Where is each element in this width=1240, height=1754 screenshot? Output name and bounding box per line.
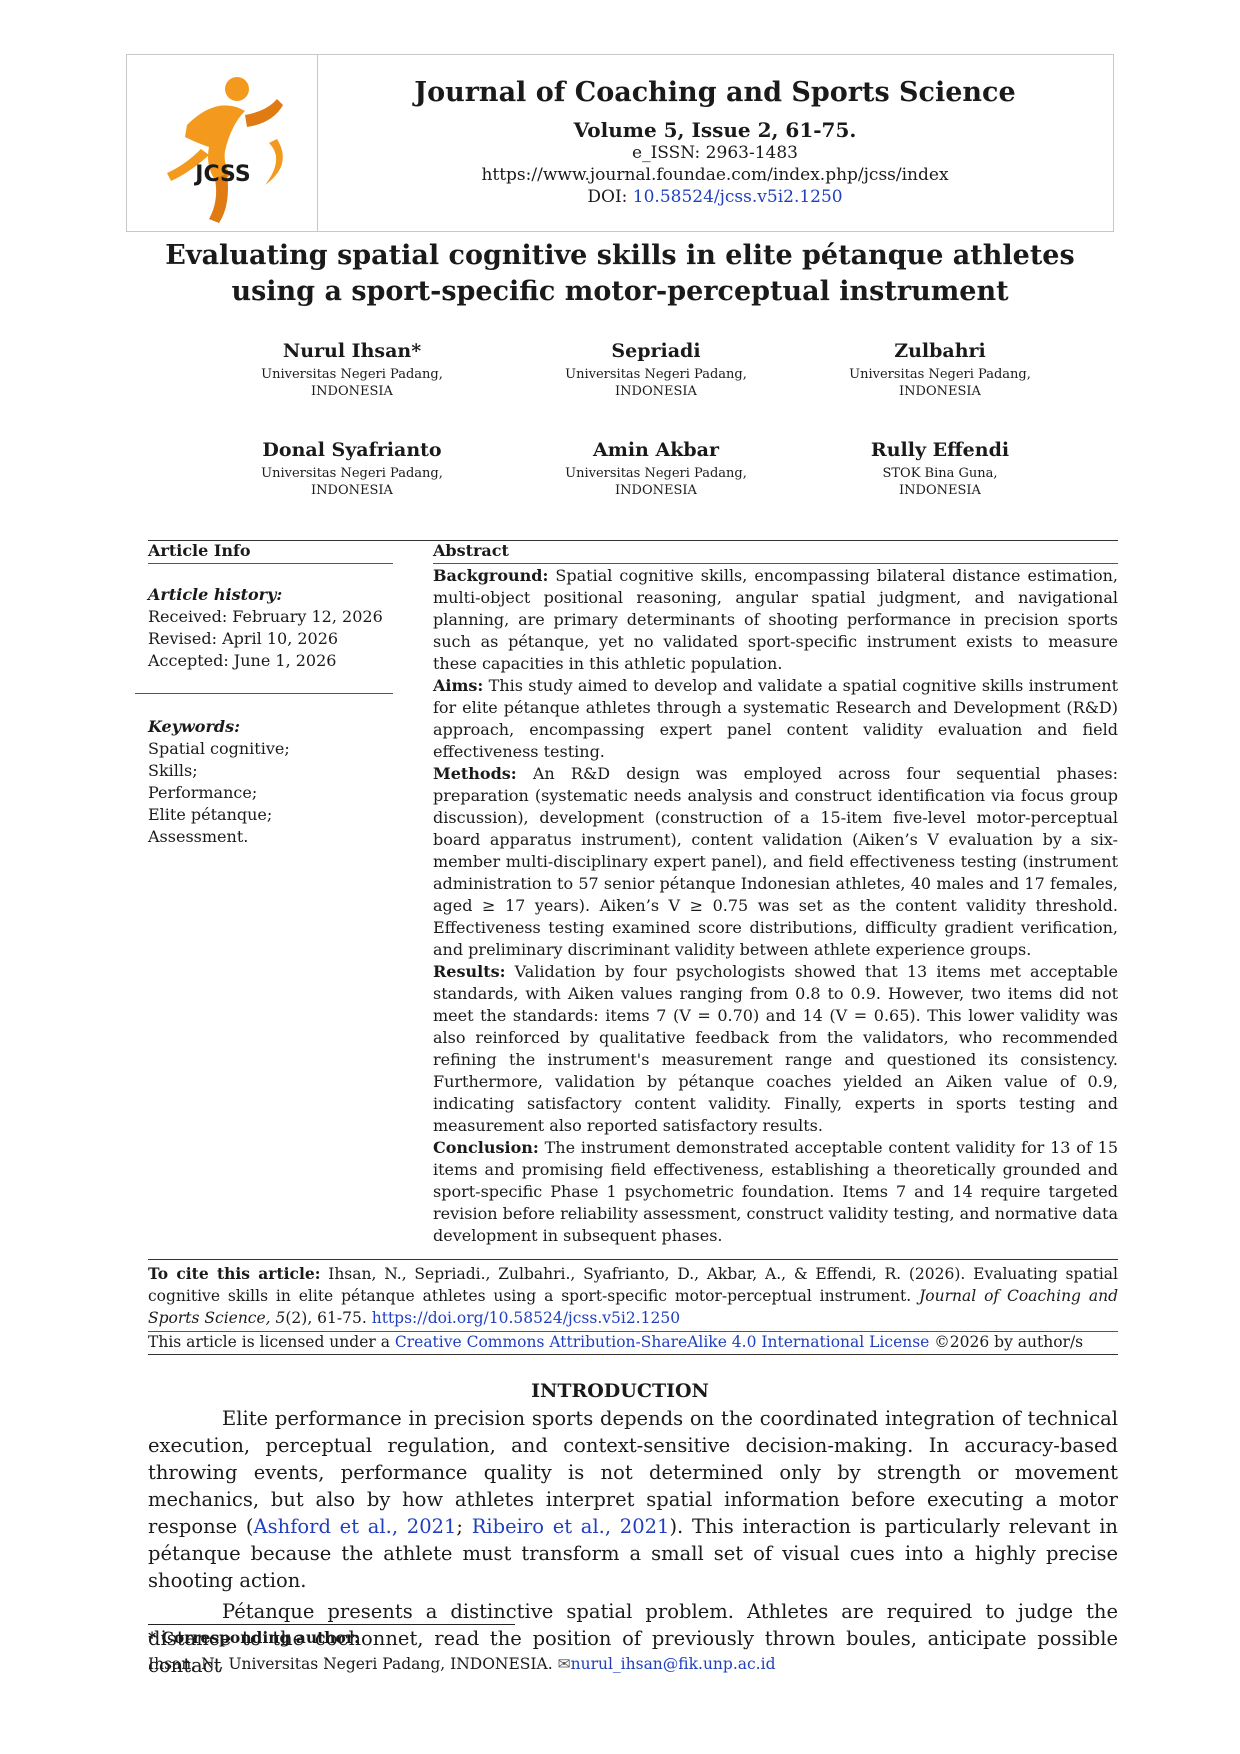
cite-text: Ihsan, N., Sepriadi., Zulbahri., Syafria… (148, 1265, 1118, 1305)
logo-text: JCSS (193, 162, 250, 187)
ref-ashford[interactable]: Ashford et al., 2021 (253, 1515, 457, 1538)
author-country: INDONESIA (311, 483, 393, 498)
conclusion-label: Conclusion: (433, 1138, 539, 1157)
revised-date: Revised: April 10, 2026 (148, 629, 339, 648)
ref-separator: ; (456, 1515, 472, 1538)
citation-block: To cite this article: Ihsan, N., Sepriad… (148, 1263, 1118, 1329)
keyword: Spatial cognitive; (148, 739, 290, 758)
methods-label: Methods: (433, 764, 517, 783)
introduction-heading: INTRODUCTION (531, 1380, 709, 1402)
abstract-background: Background: Spatial cognitive skills, en… (433, 565, 1118, 675)
corresponding-line: Ihsan, N., Universitas Negeri Padang, IN… (148, 1655, 776, 1673)
keyword: Performance; (148, 783, 258, 802)
intro-p1-text: Elite performance in precision sports de… (148, 1407, 1118, 1538)
background-label: Background: (433, 566, 549, 585)
cite-issue: (2), 61-75. (285, 1309, 372, 1327)
cite-label: To cite this article: (148, 1264, 321, 1283)
license-line: This article is licensed under a Creativ… (148, 1331, 1118, 1353)
abstract-results: Results: Validation by four psychologist… (433, 961, 1118, 1137)
cite-bottom-rule (148, 1354, 1118, 1355)
info-head-rule (148, 563, 393, 564)
abstract-heading: Abstract (433, 541, 509, 560)
keyword: Assessment. (148, 827, 249, 846)
journal-title: Journal of Coaching and Sports Science (414, 77, 1016, 108)
cite-doi-link[interactable]: https://doi.org/10.58524/jcss.v5i2.1250 (371, 1309, 681, 1327)
author-affiliation: STOK Bina Guna, (882, 466, 998, 481)
license-suffix: ©2026 by author/s (929, 1333, 1084, 1351)
keyword: Elite pétanque; (148, 805, 273, 824)
journal-issn: e_ISSN: 2963-1483 (632, 143, 798, 163)
results-label: Results: (433, 962, 506, 981)
author-affiliation: Universitas Negeri Padang, (261, 367, 443, 382)
keywords-block: Keywords: Spatial cognitive; Skills; Per… (148, 716, 388, 848)
corresponding-label: * Corresponding author: (148, 1628, 360, 1647)
abstract-head-rule (433, 563, 1118, 564)
author-6: Rully Effendi STOK Bina Guna, INDONESIA (810, 439, 1070, 499)
author-name: Amin Akbar (592, 439, 719, 461)
author-3: Zulbahri Universitas Negeri Padang, INDO… (810, 340, 1070, 400)
background-text: Spatial cognitive skills, encompassing b… (433, 566, 1118, 673)
author-country: INDONESIA (615, 384, 697, 399)
author-country: INDONESIA (899, 483, 981, 498)
author-name: Rully Effendi (870, 439, 1010, 461)
article-info-heading: Article Info (148, 541, 251, 560)
cite-mid-rule (148, 1331, 1118, 1332)
journal-url[interactable]: https://www.journal.foundae.com/index.ph… (481, 165, 949, 185)
doi-link[interactable]: 10.58524/jcss.v5i2.1250 (632, 187, 843, 207)
ref-ribeiro[interactable]: Ribeiro et al., 2021 (471, 1515, 670, 1538)
abstract-conclusion: Conclusion: The instrument demonstrated … (433, 1137, 1118, 1247)
author-country: INDONESIA (311, 384, 393, 399)
runner-logo-icon: JCSS (167, 77, 283, 223)
history-heading: Article history: (148, 585, 283, 604)
intro-p1-text-end: ). This interaction is particularly rele… (148, 1515, 1118, 1592)
corresponding-email[interactable]: nurul_ihsan@fik.unp.ac.id (570, 1655, 776, 1673)
paper-title: Evaluating spatial cognitive skills in e… (165, 240, 1075, 307)
cite-journal: Journal of Coaching and Sports Science, … (148, 1287, 1118, 1327)
keywords-heading: Keywords: (148, 717, 241, 736)
intro-paragraph-2: Pétanque presents a distinctive spatial … (148, 1600, 1118, 1677)
history-rule (135, 693, 393, 694)
intro-paragraph-1: Elite performance in precision sports de… (148, 1405, 1118, 1594)
journal-doi: DOI: 10.58524/jcss.v5i2.1250 (317, 186, 1113, 208)
introduction-body: Elite performance in precision sports de… (148, 1405, 1118, 1679)
journal-volume: Volume 5, Issue 2, 61-75. (573, 118, 857, 142)
author-name: Nurul Ihsan* (282, 340, 422, 362)
article-history: Article history: Received: February 12, … (148, 584, 388, 672)
author-name: Zulbahri (894, 340, 986, 362)
methods-text: An R&D design was employed across four s… (433, 764, 1118, 959)
accepted-date: Accepted: June 1, 2026 (148, 651, 337, 670)
author-country: INDONESIA (615, 483, 697, 498)
author-1: Nurul Ihsan* Universitas Negeri Padang, … (222, 340, 482, 400)
journal-info: Journal of Coaching and Sports Science V… (317, 55, 1113, 231)
license-prefix: This article is licensed under a (148, 1333, 395, 1351)
received-date: Received: February 12, 2026 (148, 607, 383, 626)
abstract-body: Background: Spatial cognitive skills, en… (433, 565, 1118, 1247)
aims-text: This study aimed to develop and validate… (433, 676, 1118, 761)
aims-label: Aims: (433, 676, 484, 695)
footnote-rule (148, 1624, 515, 1625)
abstract-methods: Methods: An R&D design was employed acro… (433, 763, 1118, 961)
author-affiliation: Universitas Negeri Padang, (565, 367, 747, 382)
doi-label: DOI: (587, 187, 633, 207)
results-text: Validation by four psychologists showed … (433, 962, 1118, 1135)
author-2: Sepriadi Universitas Negeri Padang, INDO… (526, 340, 786, 400)
envelope-icon: ✉ (557, 1655, 571, 1673)
author-affiliation: Universitas Negeri Padang, (261, 466, 443, 481)
author-affiliation: Universitas Negeri Padang, (565, 466, 747, 481)
abstract-aims: Aims: This study aimed to develop and va… (433, 675, 1118, 763)
author-name: Donal Syafrianto (262, 439, 442, 461)
author-5: Amin Akbar Universitas Negeri Padang, IN… (526, 439, 786, 499)
keyword: Skills; (148, 761, 198, 780)
author-4: Donal Syafrianto Universitas Negeri Pada… (222, 439, 482, 499)
author-name: Sepriadi (611, 340, 701, 362)
corresponding-text: Ihsan, N., Universitas Negeri Padang, IN… (148, 1655, 558, 1673)
section-top-rule (148, 540, 1118, 541)
journal-logo: JCSS (127, 55, 318, 231)
license-link[interactable]: Creative Commons Attribution-ShareAlike … (394, 1333, 930, 1351)
author-country: INDONESIA (899, 384, 981, 399)
journal-header: JCSS Journal of Coaching and Sports Scie… (126, 54, 1114, 232)
cite-top-rule (148, 1259, 1118, 1260)
conclusion-text: The instrument demonstrated acceptable c… (433, 1138, 1118, 1245)
author-affiliation: Universitas Negeri Padang, (849, 367, 1031, 382)
